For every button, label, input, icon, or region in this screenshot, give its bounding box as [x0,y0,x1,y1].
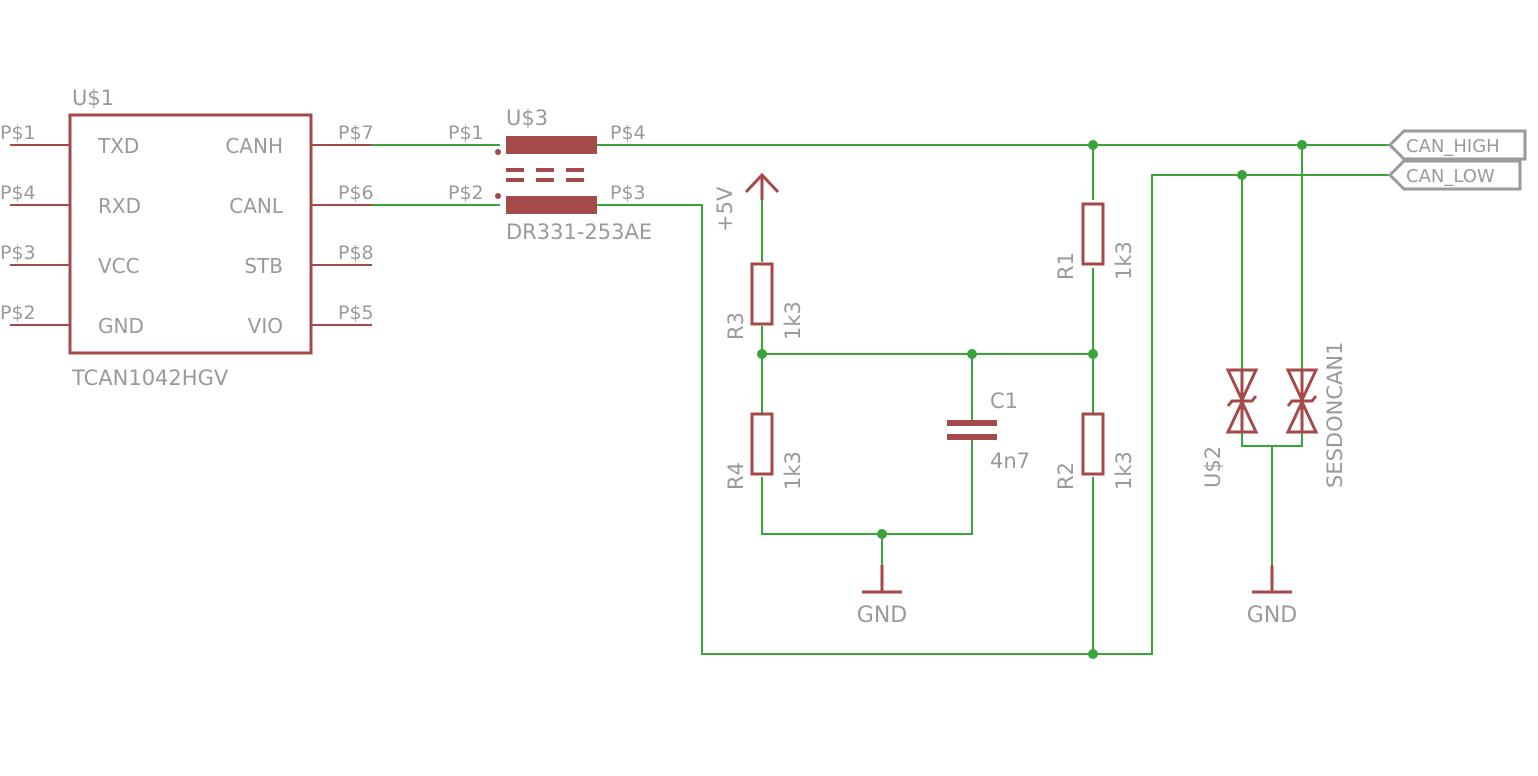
u1-pin-name: TXD [97,134,139,158]
u1-pad-label: P$7 [338,122,374,144]
r2-name: R2 [1054,462,1078,490]
junctions [757,140,1307,659]
r4-name: R4 [724,462,748,490]
u1-pin-name: GND [98,314,144,338]
u2-name: U$2 [1201,446,1225,488]
junction-dot [1237,170,1247,180]
wire-r4-c1-gnd [761,440,973,535]
u3-name: U$3 [506,106,548,130]
port-label: CAN_HIGH [1406,136,1500,157]
ground-2[interactable]: GND [1247,565,1297,628]
capacitor-c1[interactable]: C1 4n7 [947,389,1030,473]
u1-pin-name: RXD [98,194,141,218]
resistor-body [1081,412,1105,476]
capacitor-plate-bottom [947,434,997,440]
u1-pad-label: P$5 [338,302,374,324]
tvs-diode-icon [1285,368,1319,434]
u3-core [506,168,584,182]
u3-winding-bottom [506,196,597,214]
u1-value: TCAN1042HGV [71,366,229,390]
resistor-body [1081,202,1105,266]
u3-winding-top [506,136,597,154]
junction-dot [1297,140,1307,150]
resistor-r1[interactable]: R1 1k3 [1054,202,1136,280]
u3-pad-label: P$1 [448,122,484,144]
u1-pin-name: STB [244,254,283,278]
r2-value: 1k3 [1112,451,1136,490]
u1-transceiver[interactable]: U$1 TCAN1042HGV P$1 P$4 P$3 P$2 TXD RXD … [0,86,374,390]
c1-name: C1 [990,389,1018,413]
tvs-diode-icon [1225,368,1259,434]
u1-pad-label: P$6 [338,182,374,204]
port-label: CAN_LOW [1406,166,1495,187]
supply-5v[interactable]: +5V [713,172,780,232]
junction-dot [1088,649,1098,659]
u3-value: DR331-253AE [506,220,652,244]
r4-value: 1k3 [781,451,805,490]
u1-pad-label: P$2 [0,302,36,324]
u3-pad-label: P$3 [610,182,646,204]
port-can-high[interactable]: CAN_HIGH [1387,129,1527,161]
u2-value: SESDONCAN1 [1323,342,1347,488]
resistor-r2[interactable]: R2 1k3 [1054,412,1136,490]
u1-pin-name: VCC [98,254,140,278]
resistor-r3[interactable]: R3 1k3 [724,262,805,340]
c1-value: 4n7 [990,449,1030,473]
u1-body [68,113,313,355]
u1-pin-name: CANH [225,134,283,158]
wires [372,144,1390,655]
supply-label: +5V [713,186,737,232]
u1-pad-label: P$3 [0,242,36,264]
r1-value: 1k3 [1112,241,1136,280]
port-flag-icon [1387,159,1522,191]
junction-dot [967,349,977,359]
capacitor-plate-top [947,420,997,426]
junction-dot [1088,140,1098,150]
resistor-body [750,262,774,326]
u3-polarity-dot [495,149,501,155]
resistor-body [750,412,774,476]
r1-name: R1 [1054,252,1078,280]
junction-dot [1088,349,1098,359]
u1-pad-label: P$8 [338,242,374,264]
u1-pin-name: CANL [229,194,284,218]
ground-label: GND [857,603,907,628]
u3-pad-label: P$2 [448,182,484,204]
u1-pad-label: P$1 [0,122,36,144]
u3-polarity-dot [495,193,501,199]
esd-u2[interactable]: U$2 SESDONCAN1 [1201,342,1347,488]
u3-pad-label: P$4 [610,122,646,144]
junction-dot [757,349,767,359]
u1-name: U$1 [72,86,114,110]
r3-value: 1k3 [781,301,805,340]
port-flag-icon [1387,129,1527,161]
u1-pad-label: P$4 [0,182,36,204]
u3-choke[interactable]: U$3 DR331-253AE P$1 P$2 P$4 P$3 [448,106,652,244]
wire-can-low [597,174,1390,655]
junction-dot [877,529,887,539]
ground-label: GND [1247,603,1297,628]
port-can-low[interactable]: CAN_LOW [1387,159,1522,191]
wire-u2-common [1241,432,1303,447]
resistor-r4[interactable]: R4 1k3 [724,412,805,490]
u1-pin-name: VIO [248,314,283,338]
r3-name: R3 [724,312,748,340]
ground-1[interactable]: GND [857,565,907,628]
